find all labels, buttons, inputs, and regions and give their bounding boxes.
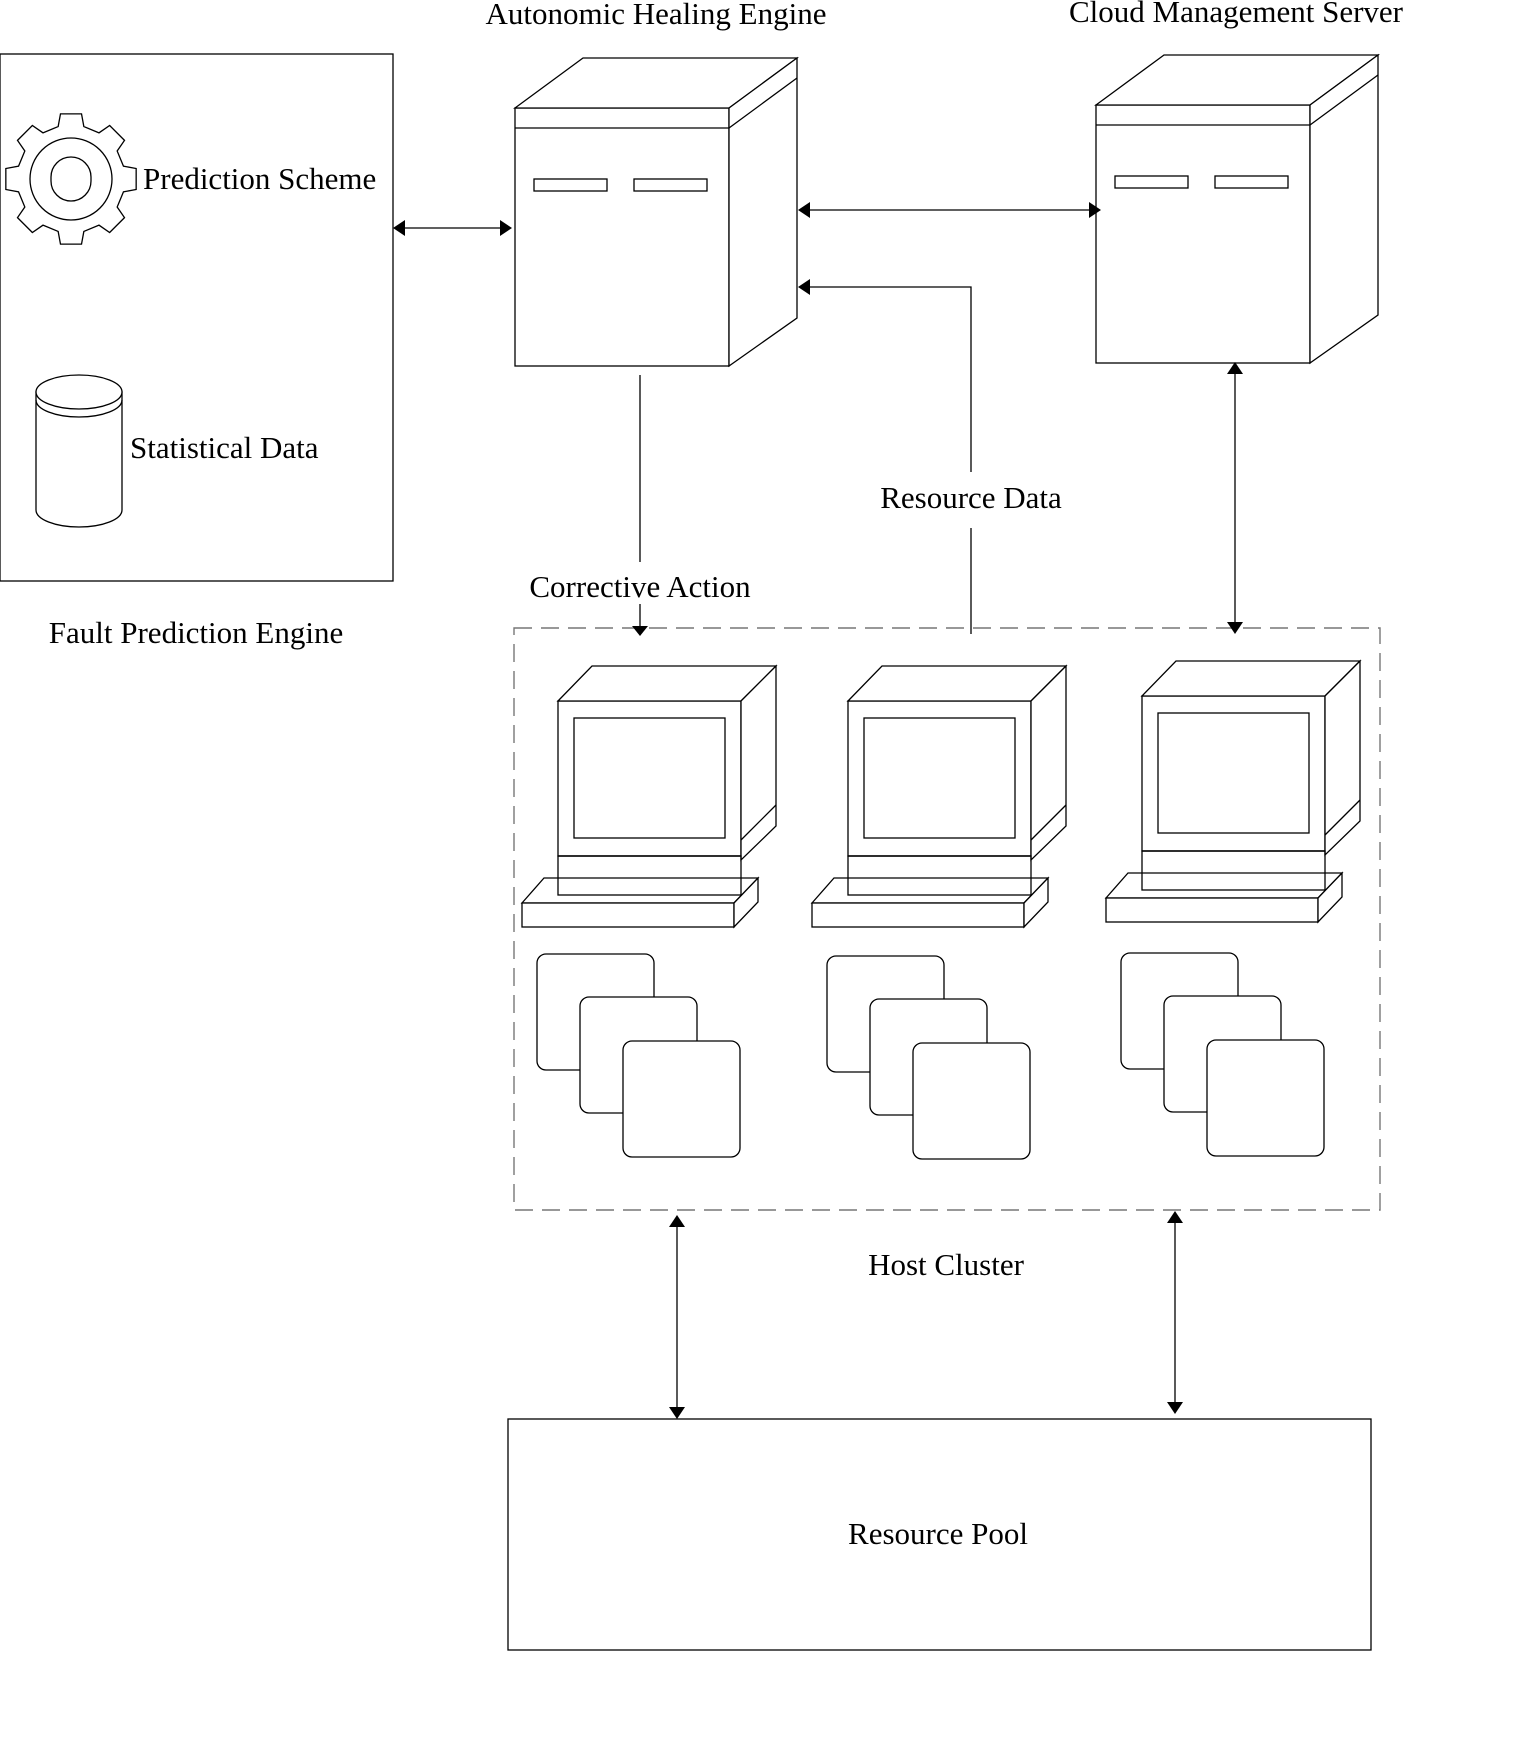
corrective-action-label: Corrective Action xyxy=(529,569,751,604)
connector-resource-data: Resource Data xyxy=(798,279,1062,634)
resource-data-label: Resource Data xyxy=(880,480,1062,515)
computer-icon xyxy=(1105,660,1361,923)
computer-icon xyxy=(811,665,1067,928)
autonomic-healing-engine: Autonomic Healing Engine xyxy=(486,0,827,367)
statistical-data: Statistical Data xyxy=(35,374,319,528)
fault-prediction-engine-label: Fault Prediction Engine xyxy=(49,615,343,650)
database-icon xyxy=(35,374,123,528)
cloud-management-server: Cloud Management Server xyxy=(1069,0,1404,364)
connector-cms-host-cluster xyxy=(1227,362,1243,634)
connector-ahe-cms xyxy=(798,202,1101,218)
connector-host-cluster-resource-pool-right xyxy=(1167,1211,1183,1414)
resource-pool: Resource Pool xyxy=(507,1418,1372,1651)
autonomic-healing-engine-label: Autonomic Healing Engine xyxy=(486,0,827,31)
gear-icon xyxy=(5,113,137,245)
prediction-scheme-label: Prediction Scheme xyxy=(143,161,376,196)
connector-host-cluster-resource-pool-left xyxy=(669,1215,685,1419)
connector-fpe-ahe xyxy=(393,220,512,236)
prediction-scheme: Prediction Scheme xyxy=(5,113,376,245)
resource-pool-box xyxy=(507,1418,1372,1651)
resource-pool-label: Resource Pool xyxy=(848,1516,1028,1551)
virtual-machine-stack-icon xyxy=(826,955,1031,1160)
fault-prediction-engine-box xyxy=(0,53,394,582)
computer-icon xyxy=(521,665,777,928)
statistical-data-label: Statistical Data xyxy=(130,430,319,465)
host-cluster-boundary xyxy=(513,627,1381,1211)
host-cluster-label: Host Cluster xyxy=(868,1247,1025,1282)
fault-prediction-engine: Prediction Scheme Statistical Data Fault… xyxy=(0,53,394,650)
virtual-machine-stack-icon xyxy=(1120,952,1325,1157)
server-icon xyxy=(1095,54,1379,364)
server-icon xyxy=(514,57,798,367)
host-cluster: Host Cluster xyxy=(513,627,1381,1282)
cloud-management-server-label: Cloud Management Server xyxy=(1069,0,1404,29)
connector-corrective-action: Corrective Action xyxy=(529,375,751,636)
virtual-machine-stack-icon xyxy=(536,953,741,1158)
